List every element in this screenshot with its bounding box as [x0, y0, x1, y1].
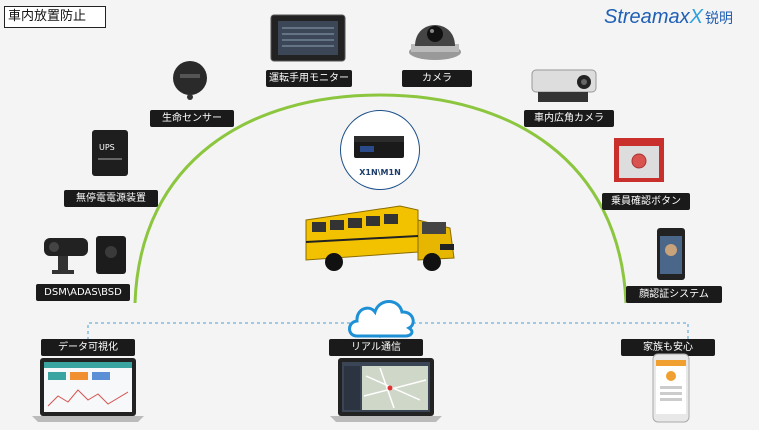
wide-camera-icon — [531, 69, 597, 102]
face-auth-icon — [657, 228, 685, 280]
logo-text-b: max — [651, 6, 690, 28]
life-sensor-icon — [173, 61, 207, 100]
ups-icon: UPS — [92, 130, 128, 176]
cloud-icon — [348, 300, 415, 338]
mdvr-icon — [354, 136, 404, 158]
logo-cn: 锐明 — [704, 10, 733, 26]
laptop-dashboard-icon — [32, 358, 144, 422]
page-title: 車内放置防止 — [4, 6, 106, 28]
label-camera: カメラ — [402, 70, 472, 87]
ups-device: UPS — [90, 128, 130, 178]
dsm-icon — [44, 236, 126, 274]
logo-text-a: Strea — [604, 6, 652, 28]
dome-camera-device — [405, 8, 465, 62]
laptop-map-icon — [330, 358, 442, 422]
label-dsm: DSM\ADAS\BSD — [36, 284, 130, 301]
dome-camera-icon — [409, 25, 461, 60]
hub-label: X1N\M1N — [359, 168, 401, 177]
label-visualization: データ可視化 — [41, 339, 135, 356]
label-confirm-button: 乗員確認ボタン — [602, 193, 690, 210]
green-arch — [133, 93, 628, 304]
label-realtime: リアル通信 — [329, 339, 423, 356]
monitor-icon — [270, 14, 346, 62]
network-dashed-line — [87, 322, 689, 340]
life-sensor-device — [170, 58, 210, 102]
face-auth-device — [655, 226, 687, 282]
label-wide-camera: 車内広角カメラ — [524, 110, 614, 127]
dsm-device — [40, 232, 130, 278]
logo-x: X — [689, 6, 703, 28]
label-life-sensor: 生命センサー — [150, 110, 234, 127]
confirm-button-device — [612, 136, 666, 184]
label-monitor: 運転手用モニター — [266, 70, 352, 87]
label-family: 家族も安心 — [621, 339, 715, 356]
ups-text: UPS — [99, 143, 115, 152]
school-bus-icon — [305, 205, 455, 271]
monitor-device — [270, 14, 346, 62]
confirm-button-icon — [614, 138, 664, 182]
smartphone-icon — [652, 353, 690, 423]
wide-camera-device — [530, 66, 600, 106]
label-face-auth: 顔認証システム — [626, 286, 722, 303]
label-ups: 無停電電源装置 — [64, 190, 158, 207]
